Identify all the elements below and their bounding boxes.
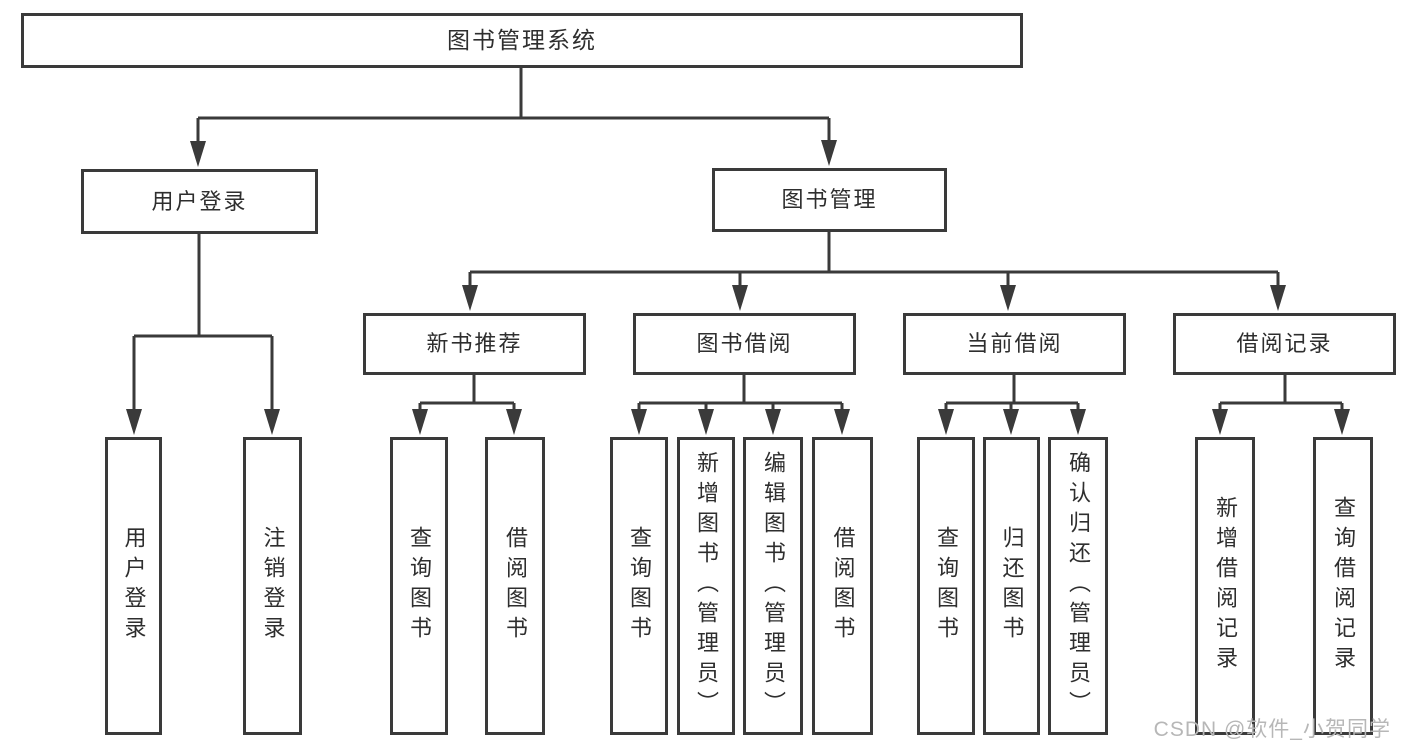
arrowhead-icon: [834, 409, 850, 435]
leaf-borrow-books-recommend: 借阅图书: [485, 437, 545, 735]
arrowhead-icon: [462, 285, 478, 311]
leaf-user-login: 用户登录: [105, 437, 162, 735]
csdn-watermark: CSDN @软件_小贺同学: [1153, 718, 1391, 741]
arrowhead-icon: [1003, 409, 1019, 435]
arrowhead-icon: [732, 285, 748, 311]
node-new-book-recommend: 新书推荐: [363, 313, 586, 375]
arrowhead-icon: [1000, 285, 1016, 311]
leaf-edit-books-admin: 编辑图书（管理员）: [743, 437, 803, 735]
arrowhead-icon: [126, 409, 142, 435]
node-book-borrowing: 图书借阅: [633, 313, 856, 375]
arrowhead-icon: [264, 409, 280, 435]
leaf-query-books-recommend: 查询图书: [390, 437, 448, 735]
arrowhead-icon: [938, 409, 954, 435]
arrowhead-icon: [1070, 409, 1086, 435]
arrowhead-icon: [1212, 409, 1228, 435]
arrowhead-icon: [190, 141, 206, 167]
arrowhead-icon: [412, 409, 428, 435]
arrowhead-icon: [1334, 409, 1350, 435]
node-borrowing-records: 借阅记录: [1173, 313, 1396, 375]
arrowhead-icon: [765, 409, 781, 435]
node-book-management-branch: 图书管理: [712, 168, 947, 232]
leaf-add-borrow-record: 新增借阅记录: [1195, 437, 1255, 735]
arrowhead-icon: [631, 409, 647, 435]
leaf-confirm-return-admin: 确认归还（管理员）: [1048, 437, 1108, 735]
arrowhead-icon: [506, 409, 522, 435]
leaf-return-books: 归还图书: [983, 437, 1040, 735]
tree-edges: [132, 68, 1344, 414]
arrowhead-icon: [821, 140, 837, 166]
node-user-login-branch: 用户登录: [81, 169, 318, 234]
leaf-logout: 注销登录: [243, 437, 302, 735]
leaf-query-borrow-record: 查询借阅记录: [1313, 437, 1373, 735]
leaf-borrow-books: 借阅图书: [812, 437, 873, 735]
node-library-management-system: 图书管理系统: [21, 13, 1023, 68]
arrowhead-icon: [698, 409, 714, 435]
leaf-add-books-admin: 新增图书（管理员）: [677, 437, 735, 735]
leaf-query-books-current: 查询图书: [917, 437, 975, 735]
leaf-query-books-borrowing: 查询图书: [610, 437, 668, 735]
arrowhead-icon: [1270, 285, 1286, 311]
node-current-borrowing: 当前借阅: [903, 313, 1126, 375]
